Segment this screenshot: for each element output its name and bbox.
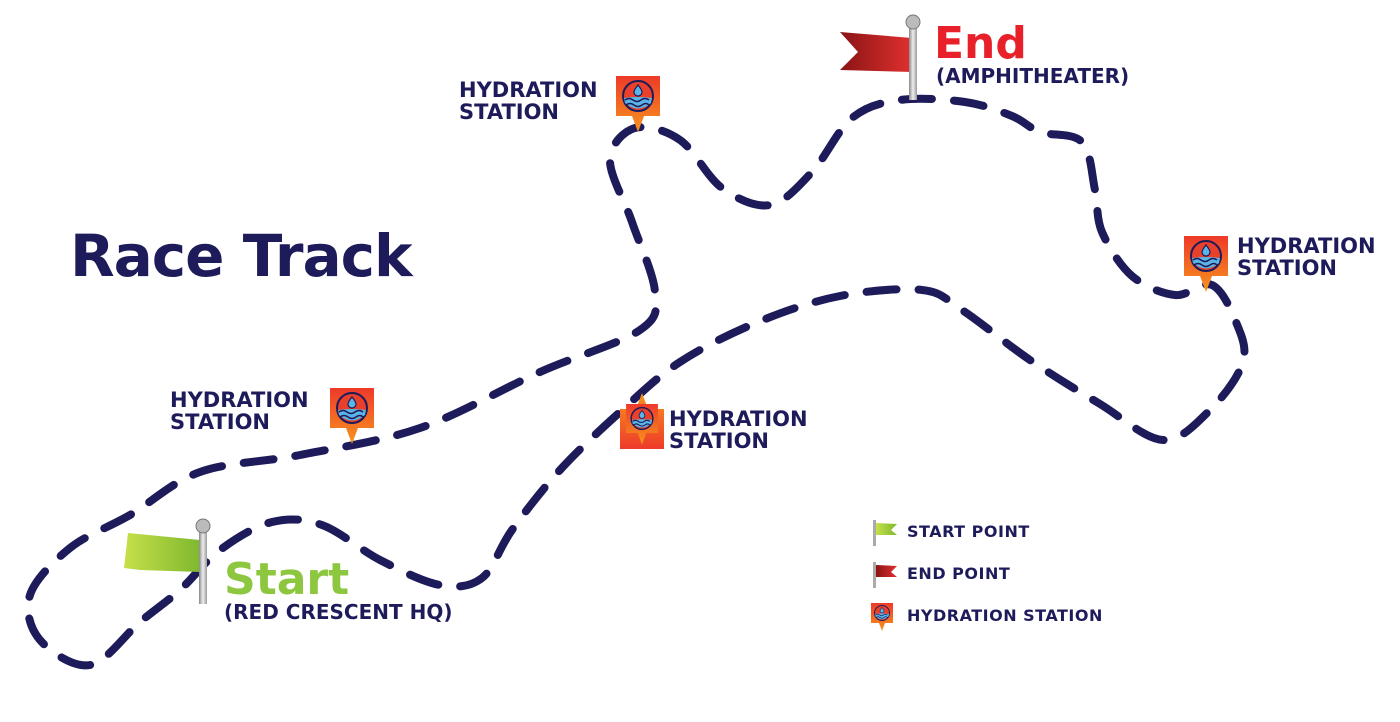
hydration-marker-icon[interactable] [330, 388, 374, 445]
label-line: HYDRATION [669, 407, 808, 431]
end-sublabel: (AMPHITHEATER) [936, 64, 1130, 88]
legend-label: START POINT [907, 522, 1030, 541]
label-line: STATION [669, 429, 770, 453]
label-line: HYDRATION [459, 78, 598, 102]
end-flag-icon [840, 14, 921, 100]
legend-item-start: START POINT [907, 522, 1030, 541]
label-line: HYDRATION [170, 388, 309, 412]
end-label: End [934, 18, 1027, 69]
hydration-marker-icon[interactable] [1184, 236, 1228, 293]
label-line: STATION [170, 410, 271, 434]
start-flag-icon [124, 518, 211, 604]
legend-label: HYDRATION STATION [907, 606, 1103, 625]
track-route [24, 94, 1249, 670]
legend-end-flag-icon [873, 562, 897, 588]
legend-label: END POINT [907, 564, 1011, 583]
legend-start-flag-icon [873, 520, 897, 546]
start-label: Start [224, 554, 350, 605]
legend-hydration-icon [871, 603, 893, 632]
hydration-marker-icon[interactable] [616, 76, 660, 133]
label-line: HYDRATION [1237, 234, 1376, 258]
legend-item-end: END POINT [907, 564, 1010, 583]
legend-item-hydration: HYDRATION STATION [907, 606, 1103, 625]
label-line: STATION [459, 100, 560, 124]
start-sublabel: (RED CRESCENT HQ) [224, 600, 453, 624]
label-line: STATION [1237, 256, 1338, 280]
map-title: Race Track [70, 222, 413, 290]
